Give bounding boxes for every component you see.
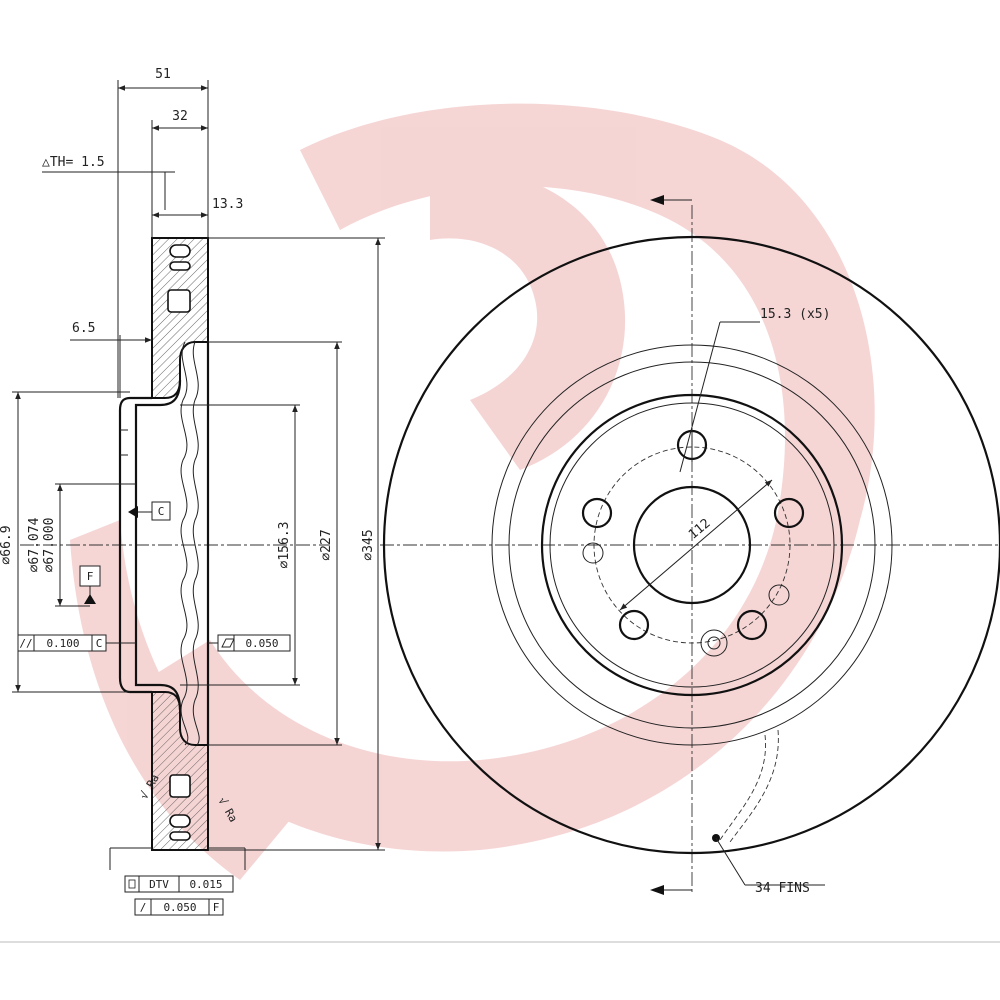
pcd-dimension-line <box>619 479 773 611</box>
friction-inner-edge <box>491 344 893 746</box>
datum-f-label: F <box>87 570 94 583</box>
svg-text:0.100: 0.100 <box>46 637 79 650</box>
pcd-label: 112 <box>686 516 714 543</box>
svg-text:/: / <box>140 901 147 914</box>
datum-c-label: C <box>158 505 165 518</box>
dim-inner-friction-diameter: ⌀227 <box>319 529 334 560</box>
dim-outer-diameter: ⌀345 <box>361 529 376 560</box>
hat-profile-inner <box>134 379 182 711</box>
hat-inner-edge <box>540 393 844 697</box>
svg-text://: // <box>19 637 32 650</box>
dim-hat-height: 32 <box>172 109 188 124</box>
tolerance-parallelism: / 0.050 F <box>134 898 224 916</box>
svg-text:0.050: 0.050 <box>245 637 278 650</box>
fin-hint-2 <box>729 729 779 843</box>
svg-text:DTV: DTV <box>149 878 169 891</box>
bolt-hole-label: 15.3 (x5) <box>760 307 830 322</box>
vent-slots <box>167 244 191 841</box>
dim-disc-thickness: 13.3 <box>212 197 243 212</box>
dim-bore-max: ⌀67.074 <box>27 517 42 572</box>
bolt-holes <box>581 428 805 641</box>
fins-label: 34 FINS <box>755 881 810 896</box>
fin-hint-1 <box>719 734 766 841</box>
dim-bore-min: ⌀67.000 <box>42 518 57 573</box>
hat-step <box>549 402 835 688</box>
friction-ring-lower <box>151 691 209 851</box>
friction-ring-upper <box>151 237 209 399</box>
brembo-logo-watermark <box>70 103 875 880</box>
dim-th-label: △TH= 1.5 <box>42 155 105 170</box>
hat-profile <box>118 396 152 694</box>
inner-vanes <box>180 341 189 746</box>
hat-outer-edge <box>508 361 876 729</box>
datum-c-box <box>151 501 171 521</box>
svg-text:F: F <box>213 901 220 914</box>
section-view: 51 32 △TH= 1.5 13.3 6.5 ⌀66.9 ⌀67.074 ⌀6… <box>0 67 385 916</box>
disc-outer-edge <box>382 235 1000 855</box>
dim-hat-diameter: ⌀156.3 <box>277 522 292 569</box>
tolerance-flatness: 0.050 <box>208 634 291 652</box>
svg-text:0.015: 0.015 <box>189 878 222 891</box>
svg-text:C: C <box>96 637 103 650</box>
tolerance-dtv: DTV 0.015 <box>124 875 234 893</box>
svg-text:0.050: 0.050 <box>163 901 196 914</box>
dim-centering-diameter: ⌀66.9 <box>0 525 14 564</box>
bolt-hole-leader <box>679 321 721 473</box>
dim-overall-width: 51 <box>155 67 171 82</box>
dim-hat-offset: 6.5 <box>72 321 95 336</box>
pcd-circle <box>593 446 791 644</box>
tolerance-runout: // 0.100 C <box>17 634 136 652</box>
